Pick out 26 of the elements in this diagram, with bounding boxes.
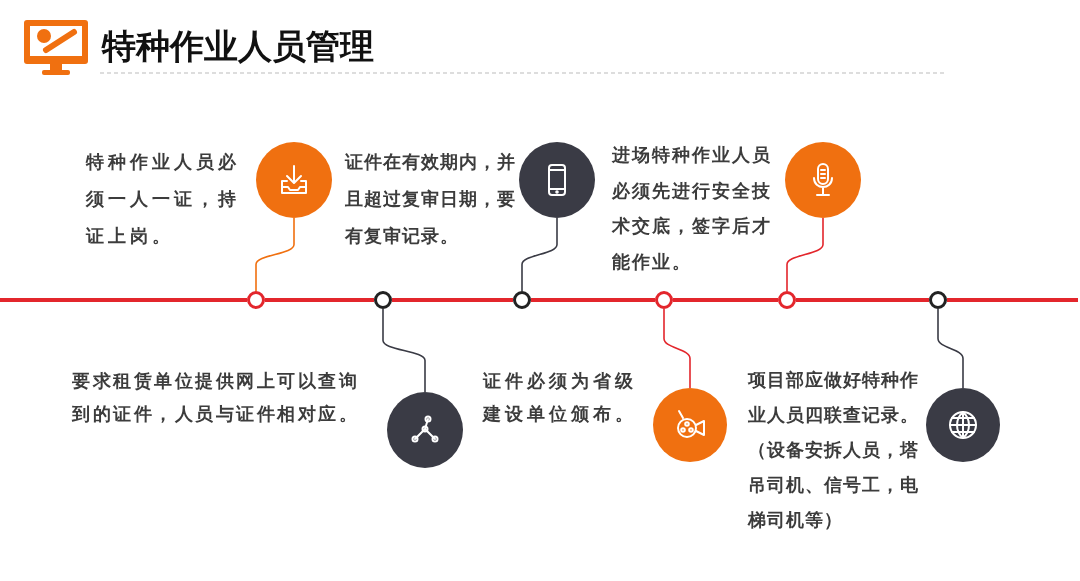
timeline-dot <box>513 291 531 309</box>
timeline-line <box>392 298 513 302</box>
timeline-dot <box>247 291 265 309</box>
leader-line <box>937 308 964 389</box>
leader-line <box>786 217 824 292</box>
timeline-line <box>673 298 778 302</box>
title: 特种作业人员管理 <box>102 25 374 68</box>
timeline-line <box>947 298 1078 302</box>
timeline-line <box>796 298 929 302</box>
leader-line <box>663 308 691 389</box>
timeline-dot <box>655 291 673 309</box>
leader-line <box>255 217 295 292</box>
timeline-dot <box>778 291 796 309</box>
timeline-dot <box>374 291 392 309</box>
timeline-line <box>0 298 247 302</box>
leader-line <box>382 308 426 393</box>
timeline-line <box>265 298 374 302</box>
description-text: 证件必须为省级建设单位颁布。 <box>483 369 638 426</box>
description-text: 项目部应做好特种作业人员四联查记录。（设备安拆人员，塔吊司机、信号工，电梯司机等） <box>748 368 920 532</box>
description-text: 进场特种作业人员必须先进行安全技术交底，签字后才能作业。 <box>612 143 773 274</box>
timeline-line <box>531 298 655 302</box>
leader-line <box>521 217 558 292</box>
description-text: 要求租赁单位提供网上可以查询到的证件，人员与证件相对应。 <box>72 369 360 426</box>
description-text: 证件在有效期内，并且超过复审日期，要有复审记录。 <box>345 150 517 248</box>
description-text: 特种作业人员必须一人一证，持证上岗。 <box>86 150 241 248</box>
timeline-dot <box>929 291 947 309</box>
